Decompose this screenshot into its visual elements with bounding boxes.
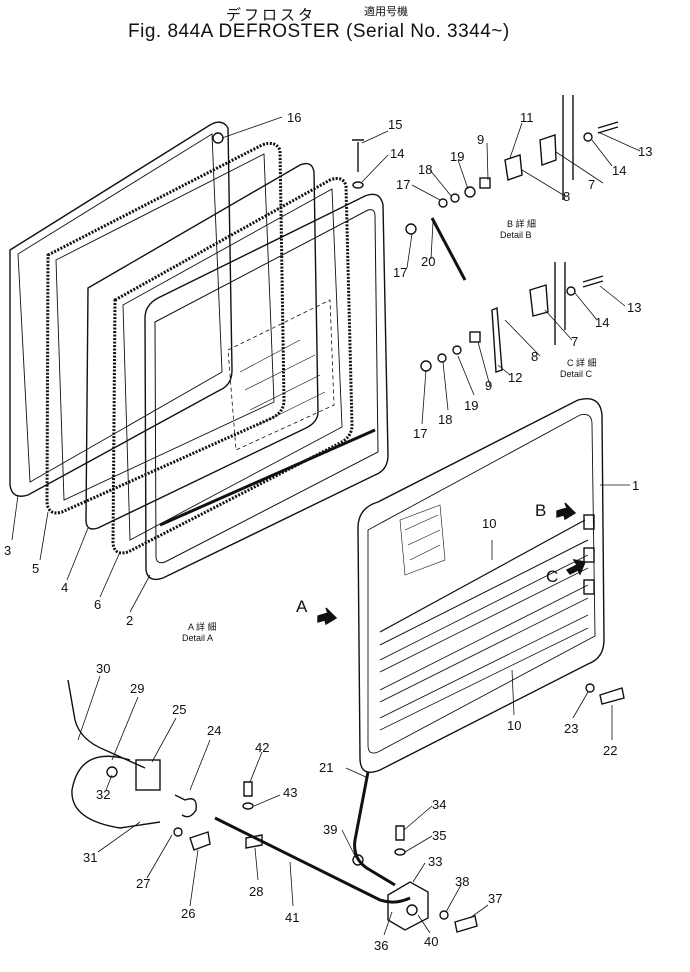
seal-frame-6 <box>111 177 354 555</box>
hinge-blocks <box>583 514 595 595</box>
detail-c-en: Detail C <box>560 369 593 379</box>
callout-33: 33 <box>428 854 442 869</box>
callout-40: 40 <box>424 934 438 949</box>
callout-18: 18 <box>418 162 432 177</box>
bolt-37-washer-38 <box>439 910 478 933</box>
callout-11: 11 <box>520 110 534 125</box>
view-letter-a: A <box>296 597 308 616</box>
callout-34: 34 <box>432 797 446 812</box>
junction-box-33 <box>387 881 429 931</box>
view-letter-c: C <box>546 567 558 586</box>
callout-37: 37 <box>488 891 502 906</box>
detail-c-hardware <box>420 262 604 373</box>
callout-1: 1 <box>632 478 639 493</box>
callout-43: 43 <box>283 785 297 800</box>
callout-13: 13 <box>638 144 652 159</box>
callout-6: 6 <box>94 597 101 612</box>
callout-35: 35 <box>432 828 446 843</box>
clamp-28 <box>245 834 263 849</box>
callout-10: 10 <box>507 718 521 733</box>
bolt-34-washer-35 <box>352 825 406 866</box>
inner-frame-2 <box>144 193 389 581</box>
callout-13: 13 <box>627 300 641 315</box>
pipe-41 <box>214 816 411 904</box>
callout-39: 39 <box>323 822 337 837</box>
title-english: Fig. 844A DEFROSTER (Serial No. 3344~) <box>128 21 510 42</box>
louver-10-upper <box>379 519 586 633</box>
callout-14: 14 <box>595 315 609 330</box>
callout-42: 42 <box>255 740 269 755</box>
callout-22: 22 <box>603 743 617 758</box>
callout-7: 7 <box>588 177 595 192</box>
callout-25: 25 <box>172 702 186 717</box>
harness-wiring <box>67 679 211 851</box>
callout-19: 19 <box>450 149 464 164</box>
callout-30: 30 <box>96 661 110 676</box>
view-letter-b: B <box>535 501 546 520</box>
seal-frame-5 <box>45 141 286 515</box>
callout-9: 9 <box>485 378 492 393</box>
callout-15: 15 <box>388 117 402 132</box>
title-japanese: デフロスタ <box>226 7 317 24</box>
callout-28: 28 <box>249 884 263 899</box>
callout-5: 5 <box>32 561 39 576</box>
callout-17: 17 <box>393 265 407 280</box>
callout-17: 17 <box>413 426 427 441</box>
callout-17: 17 <box>396 177 410 192</box>
leader-lines <box>11 116 641 936</box>
bolt-22-washer-23 <box>585 683 625 705</box>
callout-10: 10 <box>482 516 496 531</box>
callout-26: 26 <box>181 906 195 921</box>
callout-31: 31 <box>83 850 97 865</box>
bolt-42-washer-43 <box>242 781 254 810</box>
nut-16 <box>212 132 224 144</box>
callout-21: 21 <box>319 760 333 775</box>
callout-16: 16 <box>287 110 301 125</box>
callout-27: 27 <box>136 876 150 891</box>
callout-36: 36 <box>374 938 388 953</box>
callout-12: 12 <box>508 370 522 385</box>
window-frame-1 <box>357 397 605 773</box>
callout-19: 19 <box>464 398 478 413</box>
detail-a-en: Detail A <box>182 633 213 643</box>
view-arrows <box>317 502 586 626</box>
callout-24: 24 <box>207 723 221 738</box>
callout-9: 9 <box>477 132 484 147</box>
callout-8: 8 <box>531 349 538 364</box>
callout-23: 23 <box>564 721 578 736</box>
detail-b-en: Detail B <box>500 230 532 240</box>
callout-labels: 16 15 14 9 11 13 14 7 8 19 18 17 17 20 B… <box>4 110 652 953</box>
callout-14: 14 <box>612 163 626 178</box>
gasket-frame-3 <box>9 121 233 497</box>
detail-b-hardware <box>352 95 619 281</box>
callout-7: 7 <box>571 334 578 349</box>
detail-b-jp: B 詳 細 <box>507 218 536 229</box>
callout-38: 38 <box>455 874 469 889</box>
callout-41: 41 <box>285 910 299 925</box>
detail-c-jp: C 詳 細 <box>567 357 597 368</box>
callout-32: 32 <box>96 787 110 802</box>
callout-18: 18 <box>438 412 452 427</box>
callout-2: 2 <box>126 613 133 628</box>
pipe-21 <box>353 771 396 887</box>
title-japanese-note: 適用号機 <box>364 6 408 18</box>
glass-panel-4 <box>85 162 319 530</box>
callout-29: 29 <box>130 681 144 696</box>
callout-8: 8 <box>563 189 570 204</box>
callout-3: 3 <box>4 543 11 558</box>
callout-14: 14 <box>390 146 404 161</box>
detail-a-jp: A 詳 細 <box>188 621 217 632</box>
callout-20: 20 <box>421 254 435 269</box>
callout-4: 4 <box>61 580 68 595</box>
